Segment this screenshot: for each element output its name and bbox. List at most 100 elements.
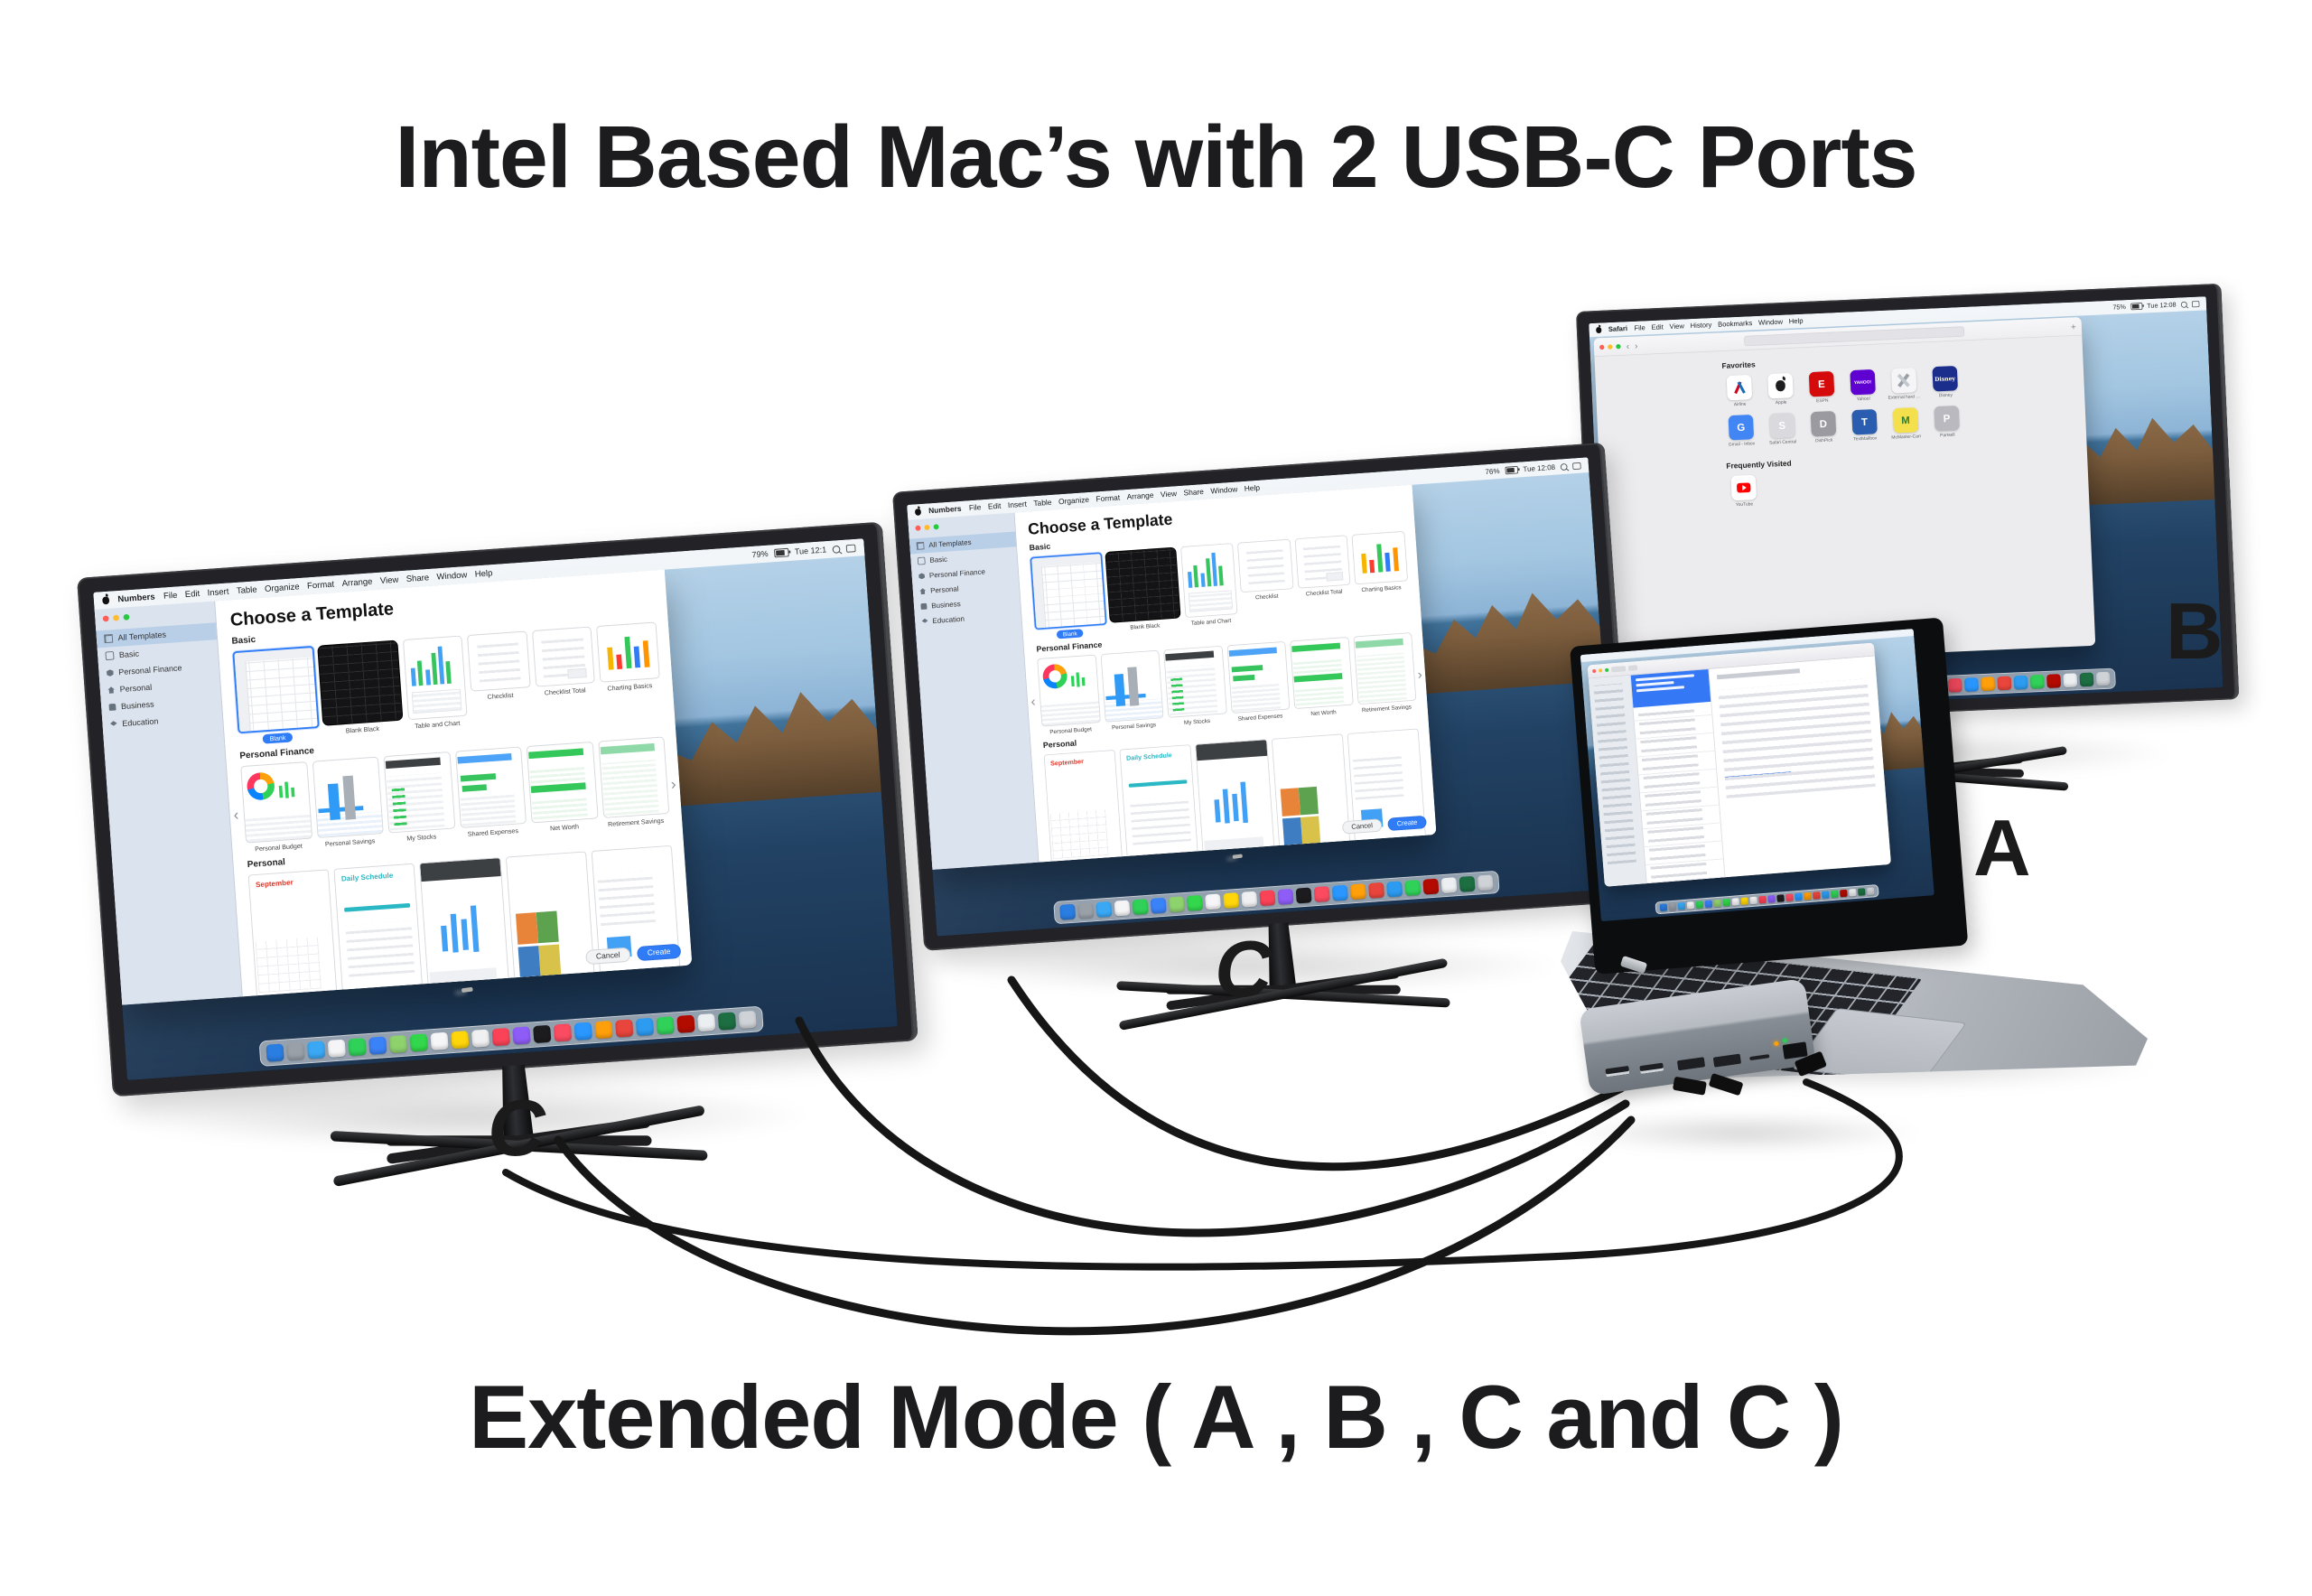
favorite-item[interactable]: M McMaster-Carr (1888, 406, 1923, 441)
dock-icon[interactable] (1997, 676, 2012, 691)
menu-item[interactable]: Share (1183, 487, 1205, 498)
favorite-item[interactable]: YAHOO! Yahoo! (1846, 369, 1880, 403)
dock-icon[interactable] (1459, 875, 1476, 892)
dock-icon[interactable] (1241, 891, 1258, 908)
dock-icon[interactable] (1849, 888, 1857, 897)
frequent-item[interactable]: YouTube (1727, 474, 1761, 509)
cancel-button[interactable]: Cancel (585, 947, 631, 965)
mail-toolbar-button[interactable] (1610, 666, 1627, 673)
dock-icon[interactable] (717, 1012, 737, 1031)
dock-icon[interactable] (635, 1017, 655, 1037)
dock-icon[interactable] (1758, 895, 1767, 904)
template-card[interactable]: Checklist (467, 630, 531, 703)
dock-icon[interactable] (615, 1019, 634, 1038)
dock-icon[interactable] (1186, 894, 1203, 911)
template-card[interactable]: Checklist Total (531, 626, 596, 698)
favorite-tile-icon[interactable]: M (1892, 406, 1919, 434)
favorite-tile-icon[interactable] (1767, 372, 1794, 399)
menu-item[interactable]: Format (1095, 493, 1121, 504)
dock-icon[interactable] (676, 1014, 695, 1033)
favorite-tile-icon[interactable] (1890, 367, 1917, 394)
dock-icon[interactable] (1813, 891, 1821, 900)
template-card[interactable]: Daily Schedule (1119, 744, 1199, 863)
search-icon[interactable] (1560, 462, 1568, 471)
template-card[interactable]: Checklist (1237, 538, 1294, 602)
template-card[interactable]: Table and Chart (1179, 543, 1238, 628)
new-tab-button[interactable]: + (2070, 321, 2076, 332)
menu-item[interactable]: View (1669, 322, 1685, 331)
dock-icon[interactable] (1964, 677, 1979, 692)
back-button[interactable]: ‹ (1626, 341, 1630, 351)
favorite-tile-icon[interactable]: D (1810, 410, 1837, 437)
apple-menu-icon[interactable] (102, 595, 110, 604)
dock-icon[interactable] (1223, 892, 1240, 910)
dock-icon[interactable] (656, 1016, 675, 1035)
dock-icon[interactable] (1866, 887, 1875, 895)
dock-icon[interactable] (573, 1022, 592, 1041)
control-center-icon[interactable] (2191, 300, 2200, 307)
dock-icon[interactable] (1749, 896, 1757, 905)
menu-item[interactable]: History (1690, 321, 1712, 330)
message-rows[interactable] (1633, 701, 1725, 883)
template-card[interactable]: Net Worth (1290, 637, 1354, 719)
dock-icon[interactable] (266, 1043, 284, 1062)
dock-icon[interactable] (1695, 901, 1704, 909)
menu-item[interactable]: Edit (184, 588, 200, 600)
dock-icon[interactable] (1313, 886, 1330, 902)
template-card[interactable]: Personal Budget (1037, 654, 1101, 737)
template-card[interactable]: My Stocks (383, 751, 455, 845)
favorite-item[interactable]: T TextMailbox (1848, 408, 1882, 443)
dock-icon[interactable] (1857, 888, 1866, 896)
favorite-item[interactable]: External hard Drive (1887, 367, 1921, 400)
dock-icon[interactable] (306, 1041, 326, 1059)
dock-icon[interactable] (2095, 671, 2111, 686)
apple-menu-icon[interactable] (914, 508, 922, 516)
template-card[interactable] (419, 857, 509, 994)
favorite-tile-icon[interactable]: G (1728, 414, 1755, 441)
favorite-item[interactable]: Disney Disney (1928, 365, 1962, 399)
zoom-button[interactable] (1616, 343, 1621, 350)
menu-item[interactable]: Help (1788, 317, 1804, 326)
dock-icon[interactable] (697, 1013, 716, 1032)
favorite-tile-icon[interactable]: T (1851, 408, 1878, 435)
favorite-item[interactable]: D DishPick (1806, 410, 1841, 444)
template-card[interactable]: Personal Savings (312, 756, 384, 850)
favorite-tile-icon[interactable]: Disney (1932, 365, 1958, 392)
template-card[interactable]: Shared Expenses (454, 746, 527, 840)
menu-item[interactable]: View (1160, 489, 1178, 499)
menu-item[interactable]: Organize (264, 582, 300, 594)
template-card[interactable]: Charting Basics (1351, 530, 1409, 594)
dock-icon[interactable] (1686, 901, 1695, 910)
template-card[interactable]: Blank Black (317, 639, 404, 737)
template-card[interactable]: Daily Schedule (333, 863, 424, 997)
menu-item[interactable]: Share (406, 573, 430, 584)
dock-icon[interactable] (1331, 884, 1348, 901)
dock-icon[interactable] (1295, 887, 1312, 904)
template-card[interactable]: Retirement Savings (1353, 632, 1417, 714)
menu-item[interactable]: Table (236, 584, 257, 596)
dock-icon[interactable] (1677, 901, 1686, 910)
menu-item[interactable]: Arrange (341, 576, 373, 589)
dock-icon[interactable] (491, 1027, 510, 1047)
dock-icon[interactable] (471, 1029, 490, 1048)
dock-icon[interactable] (1740, 897, 1748, 905)
dock-icon[interactable] (1077, 902, 1095, 919)
frequent-tile-icon[interactable] (1730, 474, 1757, 501)
menu-item[interactable]: Insert (207, 586, 229, 598)
favorite-tile-icon[interactable] (1726, 374, 1753, 401)
dock-icon[interactable] (1349, 883, 1366, 901)
template-card[interactable]: Checklist Total (1294, 535, 1351, 598)
dock-icon[interactable] (1114, 900, 1131, 917)
dock-icon[interactable] (388, 1034, 408, 1054)
menu-item[interactable]: Arrange (1126, 490, 1154, 502)
dock-icon[interactable] (1368, 882, 1385, 899)
dock-icon[interactable] (738, 1010, 757, 1030)
menu-item[interactable]: File (968, 503, 982, 513)
dock-icon[interactable] (594, 1020, 613, 1040)
dock-icon[interactable] (1404, 880, 1422, 896)
template-card[interactable] (505, 851, 595, 987)
dock-icon[interactable] (1776, 894, 1785, 902)
dock-icon[interactable] (1831, 890, 1839, 899)
dock-icon[interactable] (1150, 897, 1167, 914)
menu-item[interactable]: Window (436, 570, 468, 583)
